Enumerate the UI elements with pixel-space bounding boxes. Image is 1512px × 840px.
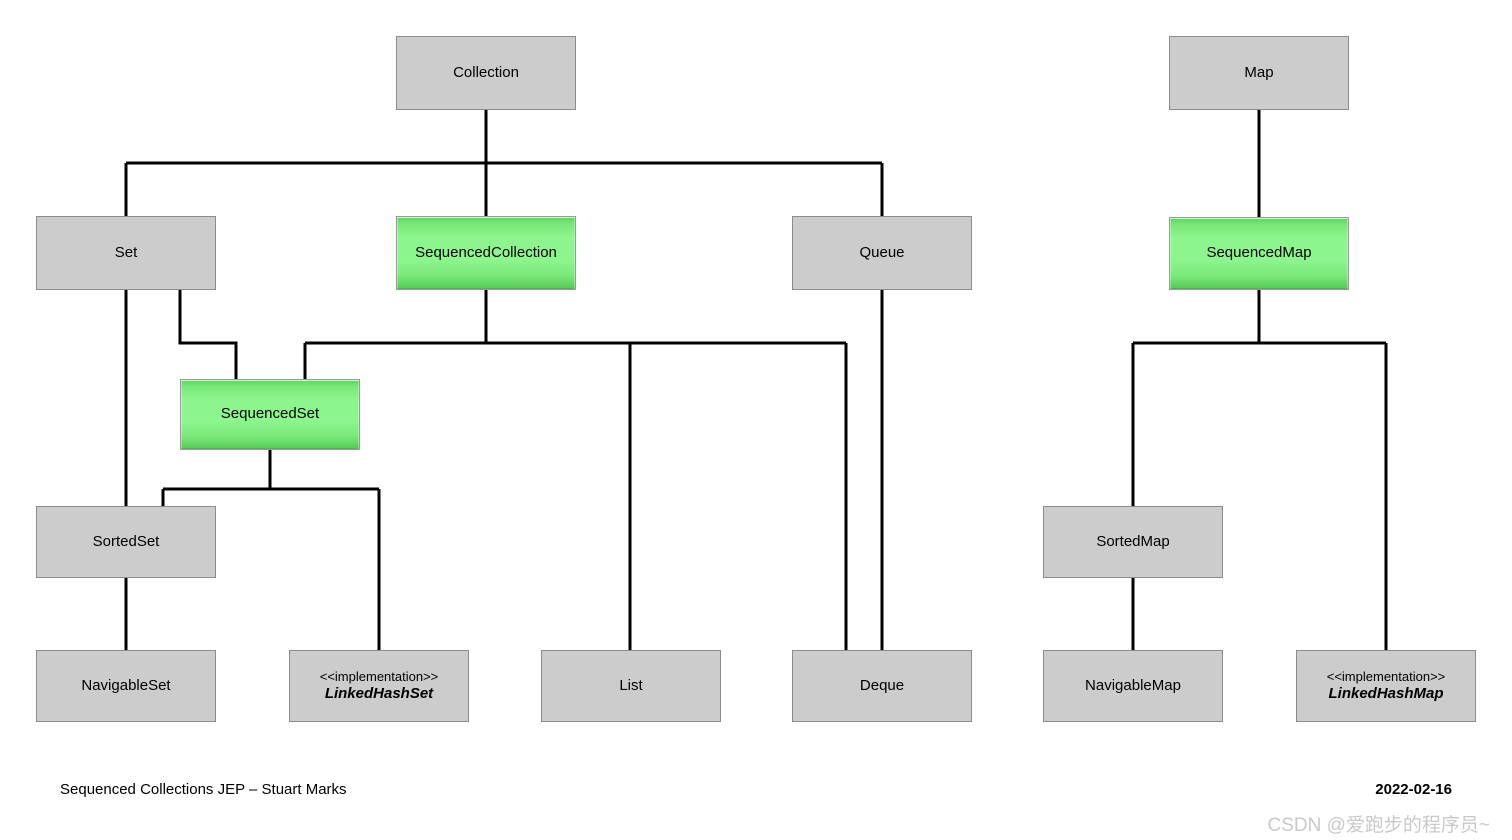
node-navigable-set[interactable]: NavigableSet <box>36 650 216 722</box>
node-linked-hash-map-stereotype: <<implementation>> <box>1326 668 1446 684</box>
node-sequenced-map-label: SequencedMap <box>1206 244 1312 262</box>
node-linked-hash-set[interactable]: <<implementation>> LinkedHashSet <box>289 650 469 722</box>
node-sequenced-map[interactable]: SequencedMap <box>1169 217 1349 290</box>
node-map-label: Map <box>1244 63 1274 81</box>
node-queue-label: Queue <box>859 243 905 261</box>
node-map[interactable]: Map <box>1169 36 1349 110</box>
footer-date: 2022-02-16 <box>1375 781 1452 798</box>
node-linked-hash-set-label: LinkedHashSet <box>324 684 434 702</box>
csdn-watermark: CSDN @爱跑步的程序员~ <box>1267 815 1491 836</box>
node-set-label: Set <box>114 243 138 261</box>
node-deque-label: Deque <box>859 676 905 694</box>
node-collection[interactable]: Collection <box>396 36 576 110</box>
node-sequenced-set[interactable]: SequencedSet <box>180 379 360 450</box>
node-sorted-set[interactable]: SortedSet <box>36 506 216 578</box>
node-deque[interactable]: Deque <box>792 650 972 722</box>
node-navigable-map-label: NavigableMap <box>1085 676 1181 694</box>
node-navigable-map[interactable]: NavigableMap <box>1043 650 1223 722</box>
node-linked-hash-map-label: LinkedHashMap <box>1328 684 1444 702</box>
node-sorted-map[interactable]: SortedMap <box>1043 506 1223 578</box>
node-sequenced-collection[interactable]: SequencedCollection <box>396 216 576 290</box>
node-linked-hash-map[interactable]: <<implementation>> LinkedHashMap <box>1296 650 1476 722</box>
node-linked-hash-set-stereotype: <<implementation>> <box>319 668 439 684</box>
node-list-label: List <box>619 676 643 694</box>
node-list[interactable]: List <box>541 650 721 722</box>
node-sorted-set-label: SortedSet <box>92 532 160 550</box>
edge-set-to-sequencedset <box>178 290 238 379</box>
node-navigable-set-label: NavigableSet <box>81 676 171 694</box>
node-sorted-map-label: SortedMap <box>1096 532 1170 550</box>
node-set[interactable]: Set <box>36 216 216 290</box>
node-sequenced-set-label: SequencedSet <box>220 405 320 423</box>
footer-title: Sequenced Collections JEP – Stuart Marks <box>60 781 347 798</box>
node-collection-label: Collection <box>453 63 519 81</box>
node-sequenced-collection-label: SequencedCollection <box>415 243 557 261</box>
node-queue[interactable]: Queue <box>792 216 972 290</box>
